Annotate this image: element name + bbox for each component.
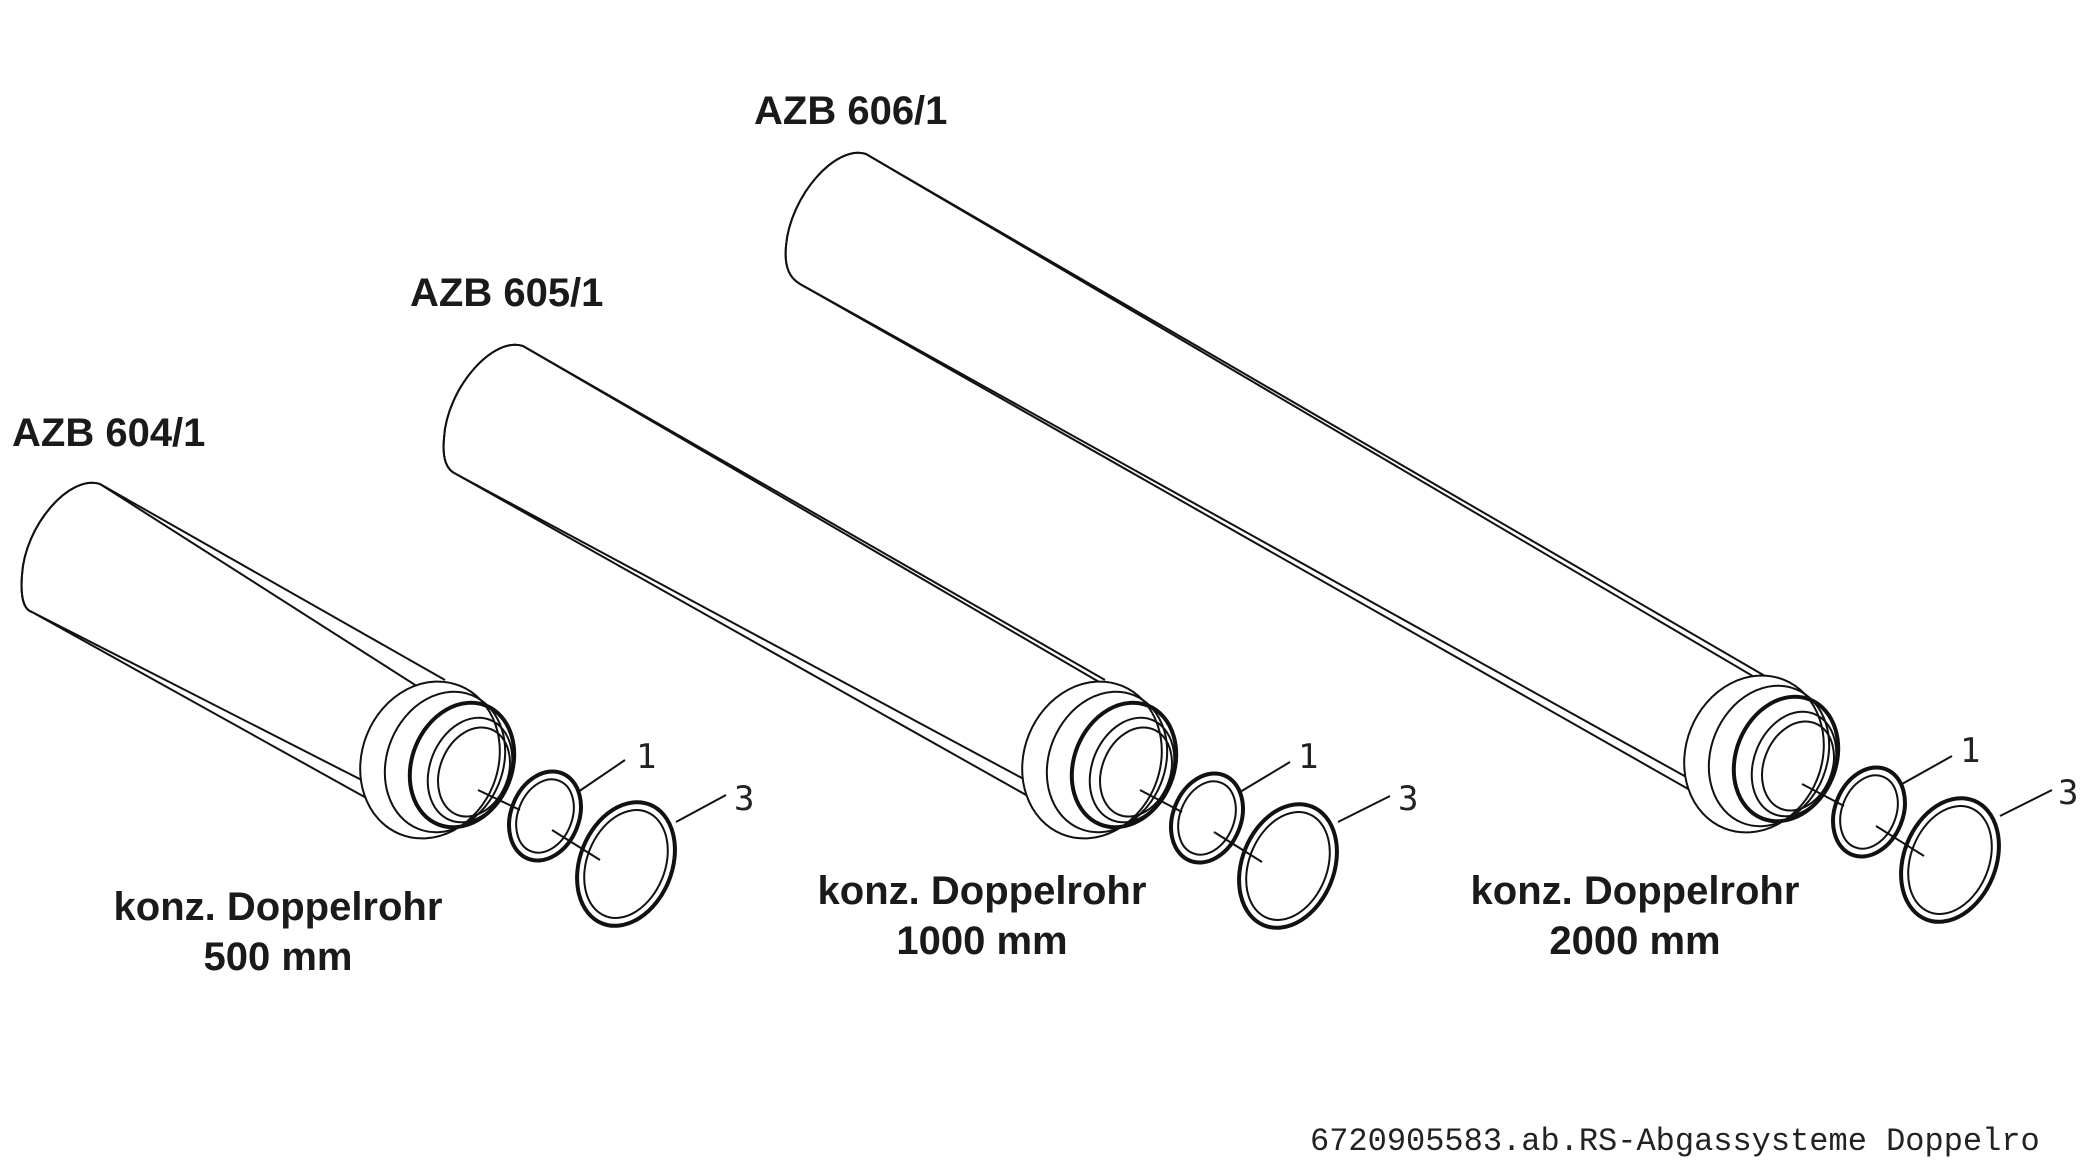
figure-reference-code: 6720905583.ab.RS-Abgassysteme Doppelro — [1310, 1123, 2040, 1160]
pipe-3-seal-ring-1 — [1831, 765, 1907, 859]
pipe-2-seal-ring-1 — [1169, 771, 1245, 865]
pipe-2-socket — [1021, 680, 1179, 840]
pipe-1-callout-1: 1 — [636, 737, 656, 777]
pipe-3-model-title: AZB 606/1 — [754, 89, 947, 133]
pipe-azb-605: AZB 605/1 1 3 konz. Doppelrohr 1000 mm — [410, 271, 1418, 963]
pipe-1-seal-ring-3 — [575, 800, 677, 928]
pipe-2-callout-1: 1 — [1298, 737, 1318, 777]
pipe-2-caption-type: konz. Doppelrohr — [818, 869, 1147, 913]
pipe-2-model-title: AZB 605/1 — [410, 271, 603, 315]
pipe-2-seal-ring-3 — [1237, 802, 1339, 930]
pipe-3-callout-3: 3 — [2058, 773, 2078, 813]
pipe-3-seal-ring-3 — [1899, 796, 2001, 924]
pipe-2-callout-3: 3 — [1398, 779, 1418, 819]
pipe-1-caption-type: konz. Doppelrohr — [114, 885, 443, 929]
pipe-1-caption-length: 500 mm — [204, 935, 353, 979]
pipe-1-socket — [359, 680, 517, 840]
pipe-2-caption-length: 1000 mm — [896, 919, 1067, 963]
pipe-1-callout-3: 3 — [734, 779, 754, 819]
pipe-azb-606: AZB 606/1 1 3 konz. Doppelrohr 2000 mm — [754, 89, 2078, 963]
pipe-azb-604: AZB 604/1 1 3 konz. Doppelrohr 500 mm — [12, 411, 754, 979]
pipe-1-seal-ring-1 — [507, 769, 583, 863]
pipe-3-socket — [1683, 674, 1841, 834]
pipe-1-model-title: AZB 604/1 — [12, 411, 205, 455]
pipe-3-callout-1: 1 — [1960, 731, 1980, 771]
pipe-3-caption-length: 2000 mm — [1549, 919, 1720, 963]
pipe-3-caption-type: konz. Doppelrohr — [1471, 869, 1800, 913]
